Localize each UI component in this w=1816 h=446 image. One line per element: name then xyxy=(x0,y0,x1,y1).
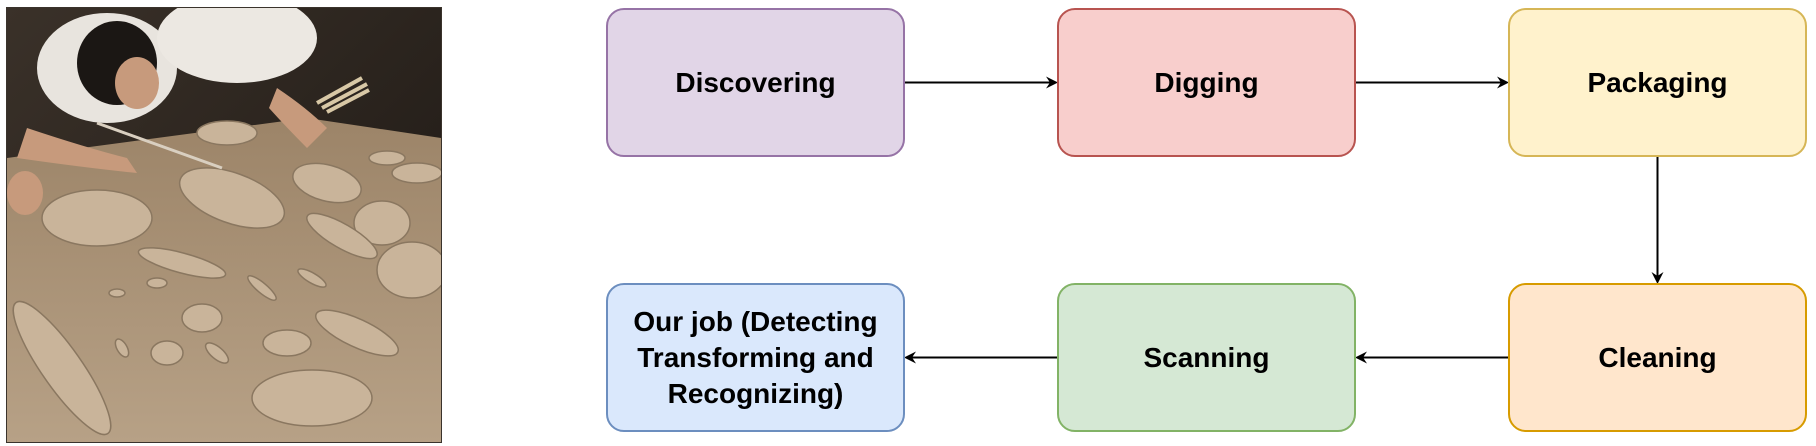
arm-right xyxy=(269,88,327,148)
face-shape xyxy=(115,57,159,109)
node-digging: Digging xyxy=(1057,8,1356,157)
node-digging-label: Digging xyxy=(1154,66,1259,98)
node-cleaning: Cleaning xyxy=(1508,283,1807,432)
node-cleaning-label: Cleaning xyxy=(1598,341,1717,373)
brushes xyxy=(316,76,370,114)
node-scanning-label: Scanning xyxy=(1143,341,1270,373)
node-discovering-label: Discovering xyxy=(675,66,836,98)
node-our-job: Our job (Detecting Transforming and Reco… xyxy=(606,283,905,432)
bone-fragments xyxy=(12,120,441,436)
archaeology-photo xyxy=(6,7,442,443)
node-packaging-label: Packaging xyxy=(1587,66,1728,98)
node-scanning: Scanning xyxy=(1057,283,1356,432)
node-packaging: Packaging xyxy=(1508,8,1807,157)
arm-left xyxy=(17,128,137,173)
node-discovering: Discovering xyxy=(606,8,905,157)
photo-illustration xyxy=(7,8,441,442)
node-our-job-label: Our job (Detecting Transforming and Reco… xyxy=(633,305,878,409)
